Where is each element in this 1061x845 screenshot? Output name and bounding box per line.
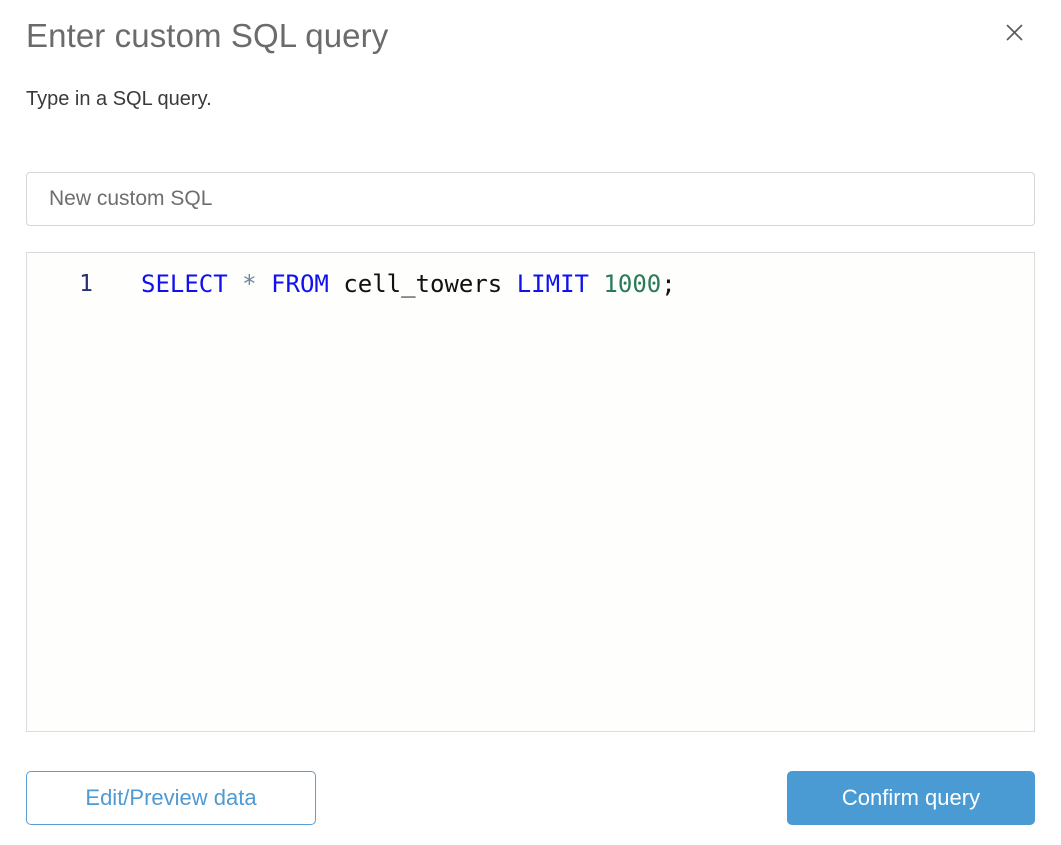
sql-token-keyword-limit: LIMIT — [516, 270, 589, 298]
sql-token-space — [257, 270, 271, 298]
page-title: Enter custom SQL query — [26, 17, 389, 54]
sql-token-star: * — [242, 270, 257, 298]
sql-query-editor[interactable]: 1 SELECT * FROM cell_towers LIMIT 1000; — [26, 252, 1035, 732]
confirm-query-button[interactable]: Confirm query — [787, 771, 1035, 825]
sql-token-number: 1000 — [603, 270, 662, 298]
line-number: 1 — [79, 271, 93, 297]
sql-token-space — [589, 270, 603, 298]
sql-token-keyword-select: SELECT — [141, 270, 228, 298]
query-name-input[interactable] — [26, 172, 1035, 226]
sql-token-keyword-from: FROM — [271, 270, 329, 298]
sql-token-table-name: cell_towers — [343, 270, 503, 298]
sql-token-semicolon: ; — [661, 270, 676, 298]
sql-code-text[interactable]: SELECT * FROM cell_towers LIMIT 1000; — [93, 267, 1034, 301]
editor-line: 1 SELECT * FROM cell_towers LIMIT 1000; — [27, 267, 1034, 301]
sql-token-space — [502, 270, 516, 298]
sql-token-space — [329, 270, 343, 298]
sql-token-space — [228, 270, 242, 298]
edit-preview-data-button[interactable]: Edit/Preview data — [26, 771, 316, 825]
dialog-subtitle: Type in a SQL query. — [26, 88, 212, 110]
close-icon[interactable] — [1001, 19, 1028, 46]
